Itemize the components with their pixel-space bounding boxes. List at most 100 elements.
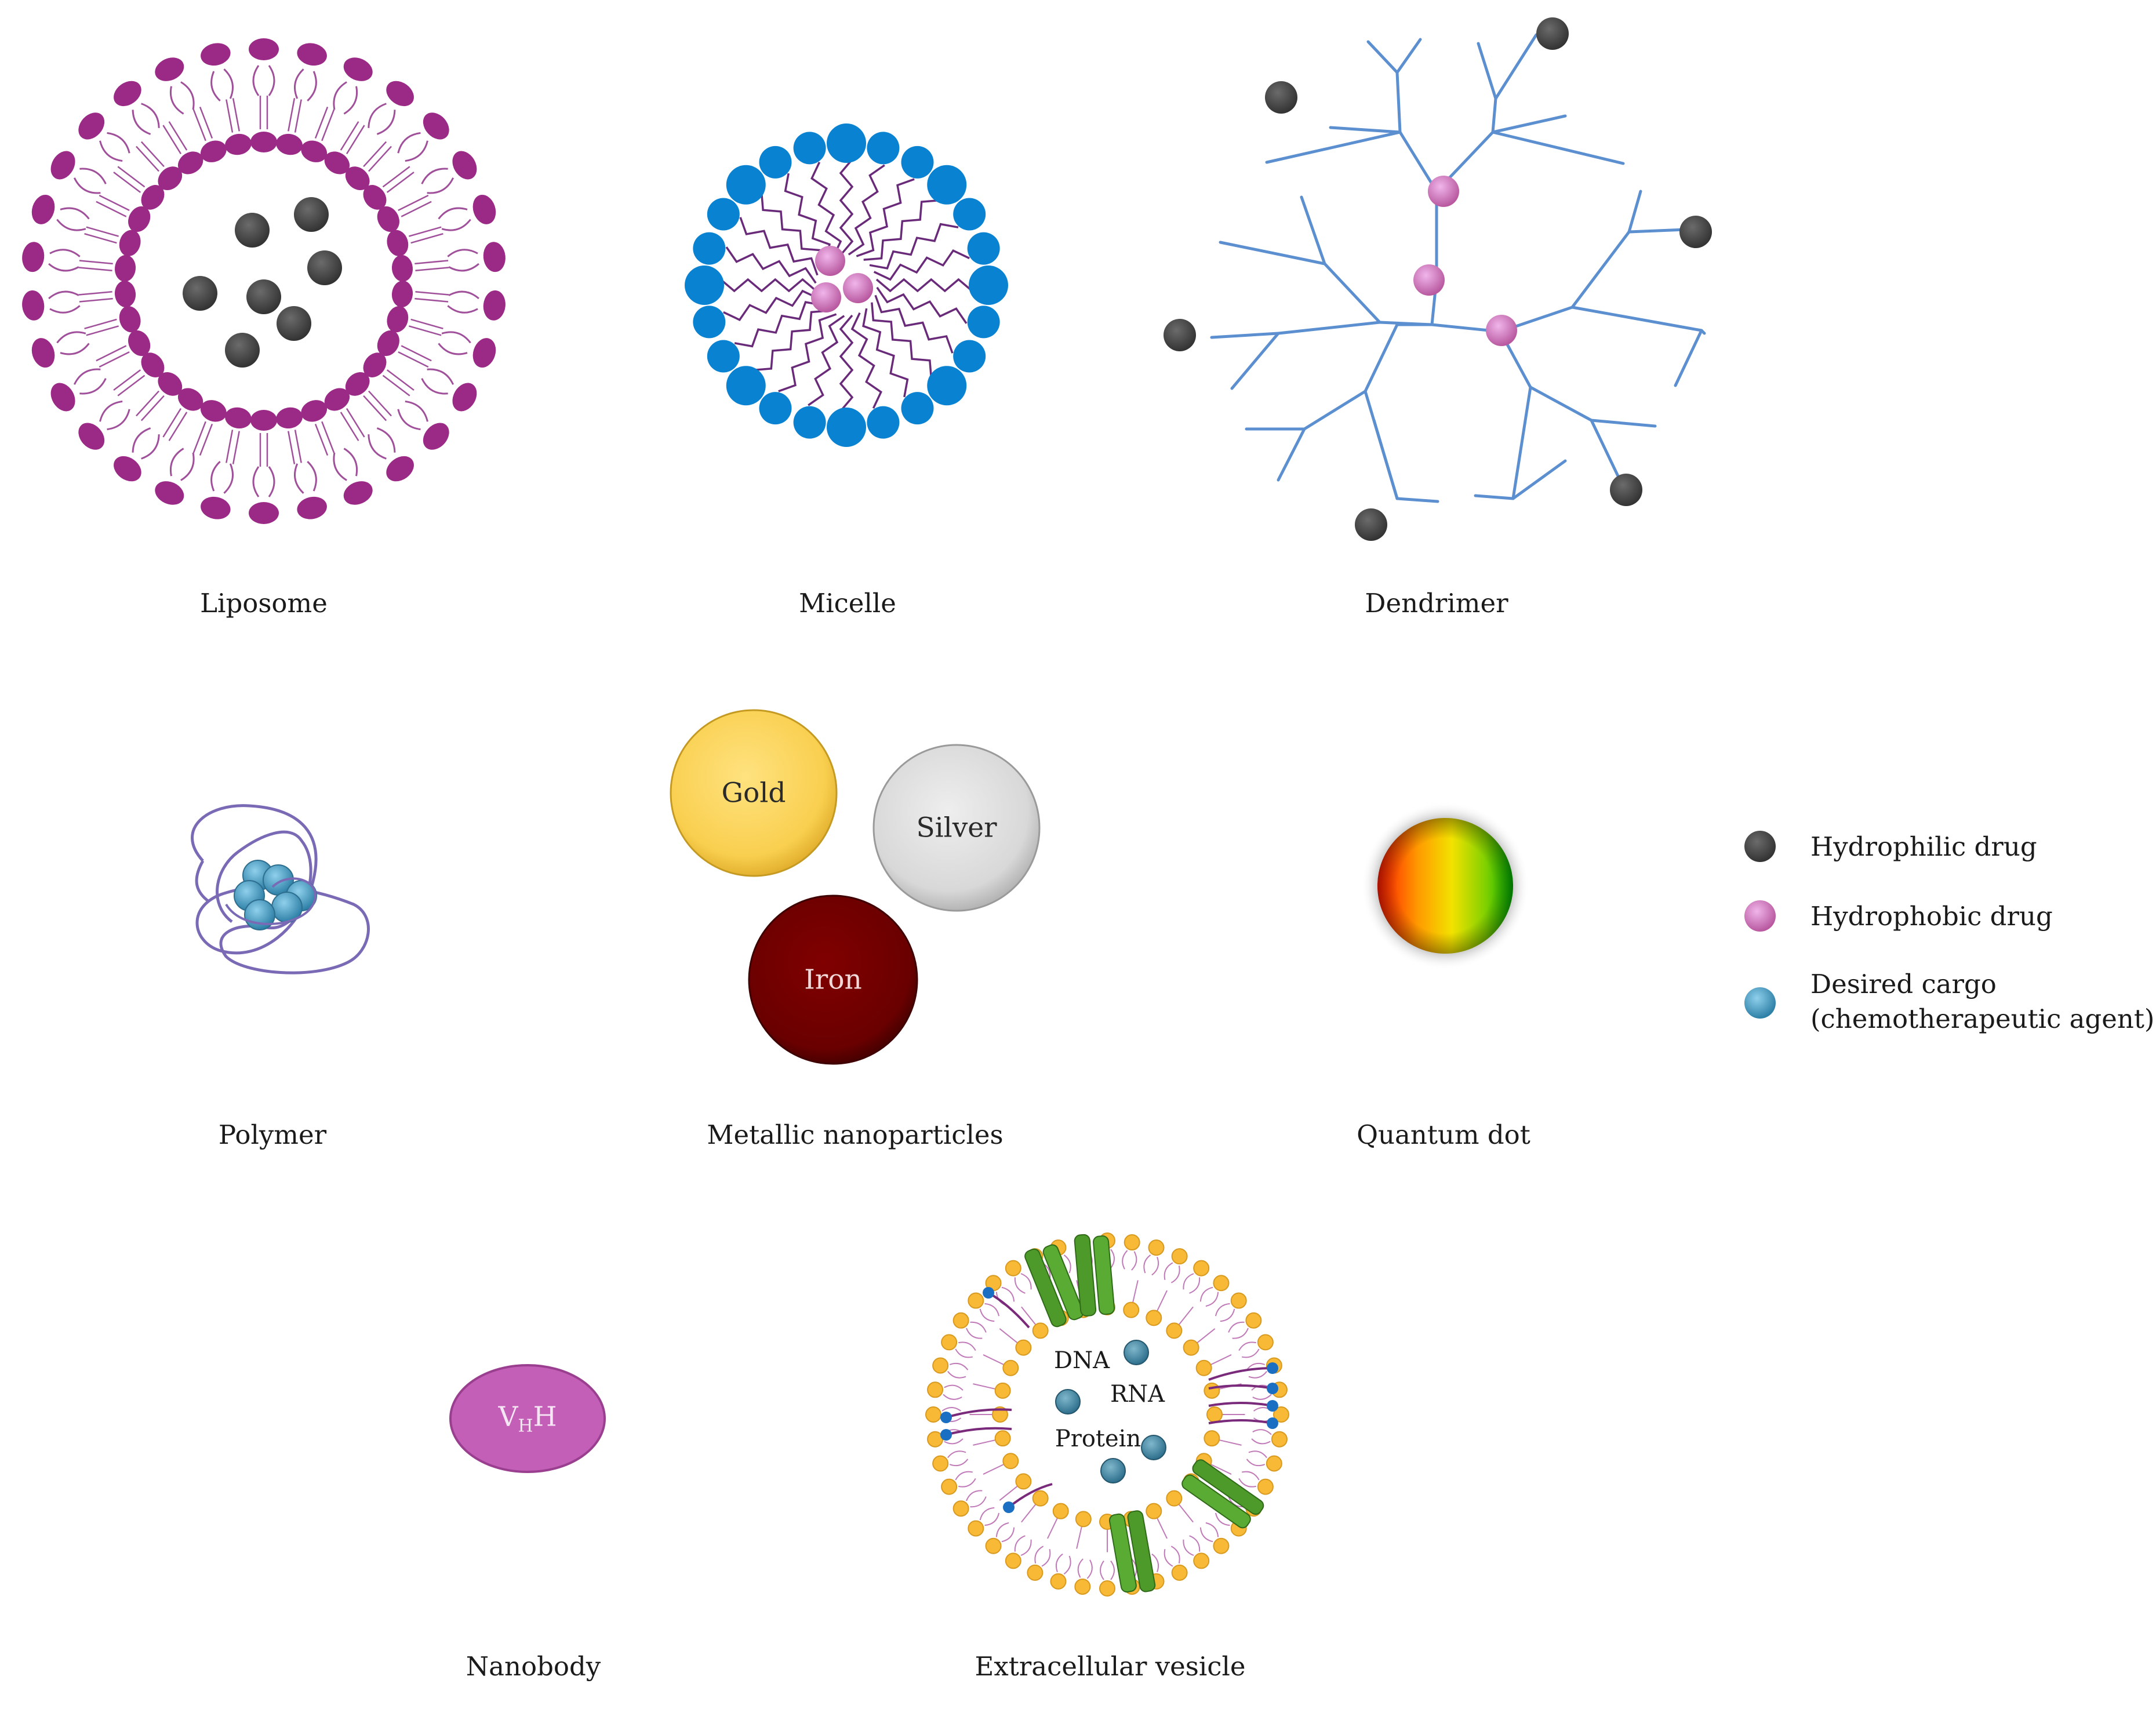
lipid-anchor-chain [1208,1419,1273,1424]
lipid-tail [405,400,428,422]
ev-lipid-head [927,1381,944,1398]
lipid-tail [210,461,221,492]
lipid-tail [415,267,449,272]
ev-lipid-head [1074,1578,1091,1595]
lipid-tail [346,408,365,438]
ev-lipid-tail [1210,1463,1232,1475]
legend-hydrophobic-marker [1744,900,1776,932]
lipid-tail [60,207,90,220]
ev-lipid-tail [1164,1548,1173,1567]
lipid-tail [268,65,275,96]
hydrophilic-drug [277,306,311,341]
lipid-tail [107,409,130,431]
lipid-tail [113,369,141,391]
ev-lipid-tail [983,1463,1005,1475]
lipid-head [114,254,136,282]
polymer-chain [195,860,210,903]
ev-lipid-head [1230,1292,1247,1309]
lipid-tail [210,71,221,101]
metallic-nanoparticles-label: Metallic nanoparticles [707,1119,1004,1150]
hydrophilic-drug [1265,81,1297,114]
lipid-tail [346,125,365,155]
lipid-tail [136,146,159,172]
lipid-tail [199,106,213,139]
ev-lipid-head [1257,1478,1274,1495]
lipid-head [119,306,141,333]
ev-lipid-head [968,1292,984,1309]
ev-lipid-tail [1041,1548,1051,1567]
dendrimer-branch [1570,230,1631,309]
ev-lipid-tail [949,1362,969,1370]
surfactant-tail [839,314,854,412]
nanobody-graphic [449,1364,606,1473]
quantum-dot-graphic [1361,802,1529,970]
micelle-head [759,392,792,425]
ev-lipid-tail [1156,1290,1168,1312]
legend-cargo-text-line2: (chemotherapeutic agent) [1810,1003,2155,1034]
micelle-head [707,340,740,373]
lipid-head [50,151,75,180]
ev-lipid-head [1204,1430,1220,1447]
ev-lipid-tail [943,1394,962,1400]
lipid-head [423,423,449,450]
ev-lipid-tail [1183,1539,1194,1556]
ev-lipid-head [1005,1552,1021,1569]
ev-lipid-tail [1220,1308,1235,1322]
lipid-head [50,383,75,412]
lipid-head [363,352,387,377]
lipid-anchor-chain [1208,1402,1273,1407]
lipid-tail [448,290,479,300]
ev-lipid-head [1273,1406,1289,1423]
hydrophilic-drug [1164,319,1196,351]
vhh-subscript: H [518,1416,533,1437]
transmembrane-protein [1181,1459,1264,1529]
lipid-tail [294,68,304,99]
lipid-tail [86,226,119,237]
surfactant-tail [760,192,822,268]
ev-lipid-head [992,1406,1008,1423]
extracellular-vesicle-graphic [925,1232,1289,1597]
lipid-head [31,194,55,224]
lipid-tail [307,461,317,492]
quantum-dot-label: Quantum dot [1357,1119,1530,1150]
lipid-tail [168,121,188,151]
micelle-head [901,392,934,425]
ev-lipid-tail [966,1328,983,1339]
nanobody-ellipse [449,1364,606,1473]
lipid-tail [410,318,443,330]
lipid-tail [79,168,107,184]
lipid-tail [447,249,478,257]
ev-lipid-tail [944,1384,964,1391]
dendrimer-branch [1491,97,1497,134]
ev-lipid-tail [1178,1306,1194,1326]
dendrimer-branch [1372,419,1399,500]
ev-lipid-tail [1100,1560,1104,1580]
lipid-head [225,133,252,155]
lipid-tail [49,305,81,314]
ev-cargo-molecule [1055,1389,1081,1415]
hydrophilic-drug [1679,216,1712,248]
lipid-head [324,151,350,174]
dendrimer-branch [1674,329,1703,387]
surfactant-tail [734,301,824,348]
lipid-tail [78,267,112,272]
ev-lipid-tail [958,1341,976,1351]
ev-lipid-head [994,1430,1011,1447]
lipid-tail [368,103,387,128]
lipid-head [78,112,105,140]
lipid-tail [401,201,432,217]
lipid-head [343,481,373,505]
lipid-tail [288,431,296,464]
lipid-tail [343,448,358,477]
ev-lipid-tail [1189,1535,1201,1552]
lipid-head [225,407,252,429]
lipid-tail [447,305,478,314]
ev-lipid-tail [958,1478,976,1488]
lipid-head [324,388,350,411]
lipid-head [249,502,279,524]
ev-lipid-head [1148,1239,1165,1256]
dendrimer-branch [1303,390,1367,431]
lipid-tail [56,331,86,344]
ev-lipid-head [1245,1312,1262,1329]
ev-lipid-head [1171,1564,1188,1581]
